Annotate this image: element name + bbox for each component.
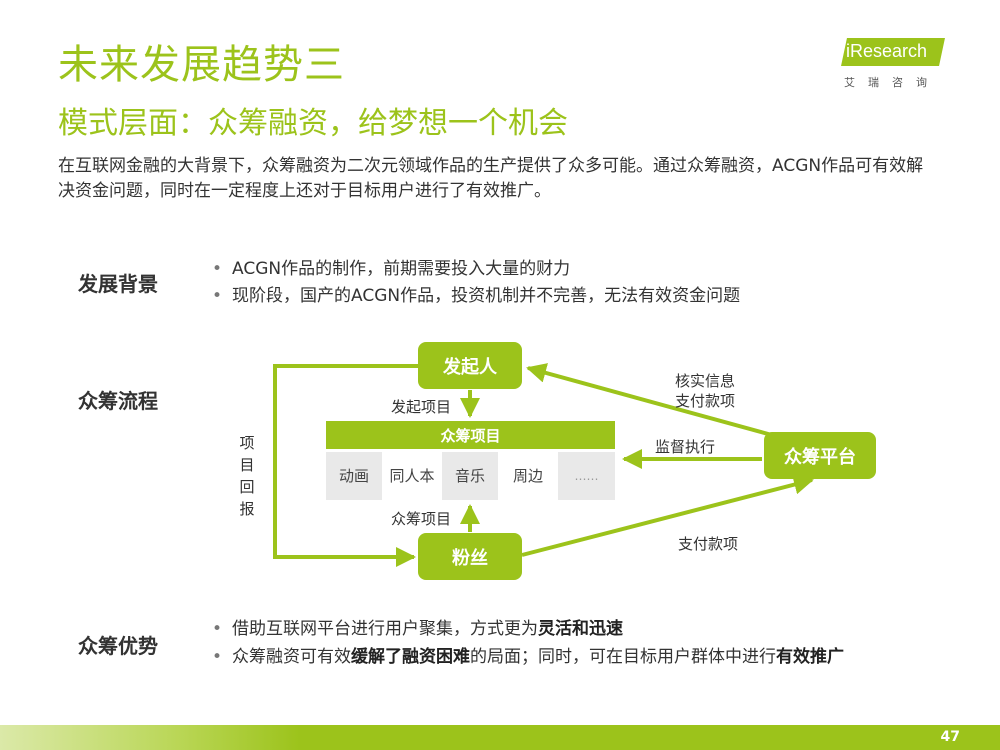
bullet-dot: • — [212, 619, 223, 639]
advantage-bullet-2-bold-2: 有效推广 — [776, 647, 844, 667]
category-more: …… — [558, 452, 615, 500]
platform-to-initiator-arrow — [526, 363, 791, 442]
label-pay-funds-top: 支付款项 — [675, 392, 736, 410]
section-label-process: 众筹流程 — [78, 389, 158, 413]
advantage-bullet-1: • 借助互联网平台进行用户聚集，方式更为灵活和迅速 — [212, 617, 623, 641]
bullet-dot: • — [212, 259, 223, 279]
background-bullet-2: • 现阶段，国产的ACGN作品，投资机制并不完善，无法有效资金问题 — [212, 284, 740, 308]
background-bullet-1-text: ACGN作品的制作，前期需要投入大量的财力 — [232, 259, 571, 279]
logo-cn-text: 艾瑞咨询 — [844, 76, 940, 89]
background-bullet-2-text: 现阶段，国产的ACGN作品，投资机制并不完善，无法有效资金问题 — [232, 286, 741, 306]
iresearch-logo: iResearch 艾瑞咨询 — [838, 38, 948, 90]
logo-text: iResearch — [846, 41, 928, 61]
initiator-node: 发起人 — [418, 342, 522, 389]
label-pay-funds-bottom: 支付款项 — [678, 535, 739, 553]
platform-node: 众筹平台 — [764, 432, 876, 479]
footer-band-gradient — [0, 725, 300, 750]
advantage-bullet-2: • 众筹融资可有效缓解了融资困难的局面；同时，可在目标用户群体中进行有效推广 — [212, 645, 844, 669]
category-merchandise: 周边 — [500, 452, 556, 500]
page-title: 未来发展趋势三 — [58, 42, 345, 88]
category-animation: 动画 — [326, 452, 382, 500]
advantage-bullet-1-text: 借助互联网平台进行用户聚集，方式更为 — [232, 619, 538, 639]
label-project-return: 项目回报 — [239, 434, 255, 518]
fans-node: 粉丝 — [418, 533, 522, 580]
bullet-dot: • — [212, 647, 223, 667]
bullet-dot: • — [212, 286, 223, 306]
category-music: 音乐 — [442, 452, 498, 500]
background-bullet-1: • ACGN作品的制作，前期需要投入大量的财力 — [212, 257, 570, 281]
fans-to-platform-arrow — [521, 474, 814, 557]
section-label-advantage: 众筹优势 — [78, 634, 158, 658]
advantage-bullet-2-mid: 的局面；同时，可在目标用户群体中进行 — [470, 647, 776, 667]
intro-paragraph: 在互联网金融的大背景下，众筹融资为二次元领域作品的生产提供了众多可能。通过众筹融… — [58, 156, 924, 201]
label-verify-info: 核实信息 — [675, 372, 736, 390]
advantage-bullet-2-pre: 众筹融资可有效 — [232, 647, 351, 667]
category-doujinshi: 同人本 — [384, 452, 440, 500]
page-subtitle: 模式层面：众筹融资，给梦想一个机会 — [58, 106, 568, 141]
page-number: 47 — [940, 729, 960, 745]
crowdfund-project-bar: 众筹项目 — [326, 421, 615, 449]
advantage-bullet-1-bold: 灵活和迅速 — [538, 619, 623, 639]
section-label-background: 发展背景 — [78, 272, 158, 296]
label-supervise: 监督执行 — [655, 438, 716, 456]
label-launch-project: 发起项目 — [391, 398, 452, 416]
project-return-loop — [273, 364, 418, 567]
advantage-bullet-2-bold-1: 缓解了融资困难 — [351, 647, 470, 667]
label-crowdfund-project: 众筹项目 — [391, 510, 452, 528]
